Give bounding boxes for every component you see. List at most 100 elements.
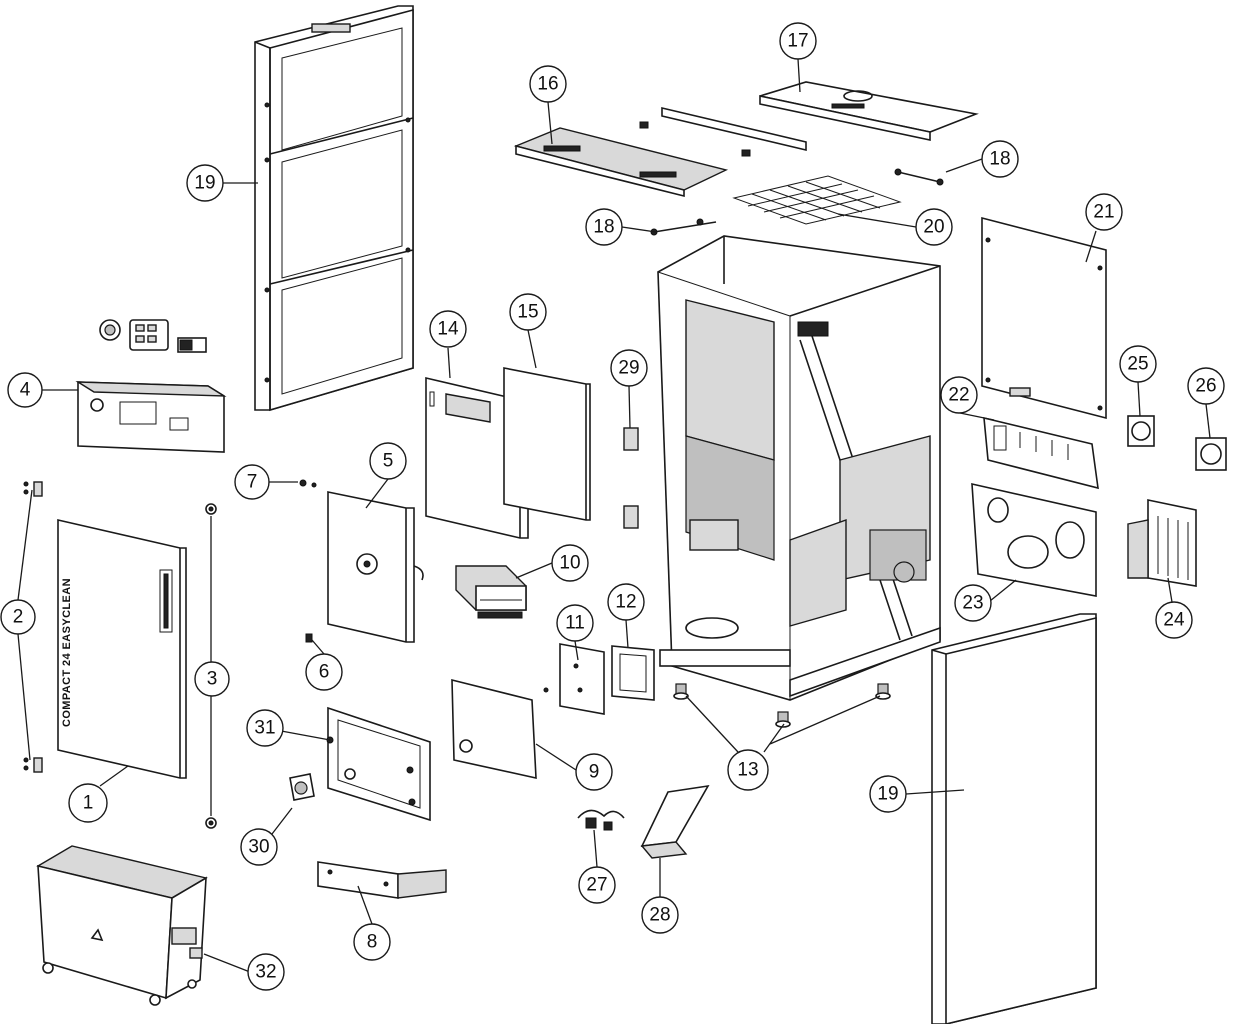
svg-text:9: 9 — [589, 762, 600, 783]
part-2-hinges — [23, 481, 43, 773]
callout-5: 5 — [369, 442, 407, 480]
callout-10: 10 — [551, 544, 589, 582]
callout-2: 2 — [0, 599, 36, 635]
part-13-feet — [673, 683, 891, 728]
part-19-side-panel-rear — [254, 5, 414, 412]
callout-11: 11 — [556, 604, 594, 642]
svg-text:5: 5 — [383, 451, 394, 472]
svg-text:26: 26 — [1195, 376, 1216, 397]
svg-text:11: 11 — [565, 613, 585, 634]
main-stove-body — [657, 235, 941, 701]
part-14-panel — [425, 376, 529, 539]
svg-text:4: 4 — [20, 380, 31, 401]
svg-text:32: 32 — [255, 962, 276, 983]
svg-text:1: 1 — [83, 793, 94, 814]
callout-21: 21 — [1085, 193, 1123, 231]
callout-18-right: 18 — [981, 140, 1019, 178]
callout-32: 32 — [247, 953, 285, 991]
svg-text:10: 10 — [559, 553, 580, 574]
callout-14: 14 — [429, 310, 467, 348]
callout-19-bottom: 19 — [869, 775, 907, 813]
part-8-drawer-support — [317, 861, 447, 899]
svg-text:30: 30 — [248, 837, 269, 858]
part-19-side-panel-front — [931, 613, 1097, 1024]
svg-text:15: 15 — [517, 302, 538, 323]
part-1-front-door: COMPACT 24 EASYCLEAN — [57, 518, 187, 779]
callout-24: 24 — [1155, 601, 1193, 639]
control-knob-display-switch — [99, 319, 207, 353]
part-31-frame — [326, 706, 431, 822]
callout-3: 3 — [194, 661, 230, 697]
part-5-inner-door — [299, 479, 424, 643]
callout-31: 31 — [246, 709, 284, 747]
svg-text:8: 8 — [367, 932, 378, 953]
svg-text:24: 24 — [1163, 610, 1185, 631]
part-10-burner-pot — [455, 565, 527, 619]
callout-9: 9 — [575, 753, 613, 791]
callout-30: 30 — [240, 828, 278, 866]
part-12-gasket — [611, 645, 655, 701]
part-30-bracket — [289, 773, 315, 801]
svg-text:20: 20 — [923, 217, 944, 238]
leader-lines — [17, 58, 1211, 973]
svg-text:29: 29 — [618, 358, 639, 379]
part-32-ash-container — [36, 845, 208, 1006]
callout-28: 28 — [641, 896, 679, 934]
svg-text:31: 31 — [254, 718, 275, 739]
svg-text:14: 14 — [437, 319, 459, 340]
part-15-panel — [503, 367, 591, 521]
part-29-clips — [623, 427, 639, 529]
svg-text:3: 3 — [207, 669, 218, 690]
part-3-bushings — [205, 503, 217, 829]
callout-19-top: 19 — [186, 164, 224, 202]
callout-6: 6 — [305, 653, 343, 691]
svg-text:16: 16 — [537, 74, 558, 95]
svg-text:21: 21 — [1093, 202, 1114, 223]
part-17-top-lid — [759, 81, 979, 141]
part-16-top-cover — [513, 127, 729, 198]
callout-7: 7 — [234, 464, 270, 500]
svg-text:25: 25 — [1127, 354, 1148, 375]
callout-20: 20 — [915, 208, 953, 246]
svg-text:27: 27 — [586, 875, 607, 896]
part-4-control-panel — [75, 381, 227, 453]
callout-18-left: 18 — [585, 208, 623, 246]
callout-23: 23 — [954, 584, 992, 622]
callout-16: 16 — [529, 65, 567, 103]
part-9-cover — [451, 678, 537, 780]
callout-1: 1 — [68, 783, 108, 823]
callout-26: 26 — [1187, 367, 1225, 405]
svg-text:22: 22 — [948, 385, 969, 406]
bracket-bar — [639, 106, 807, 157]
svg-text:18: 18 — [593, 217, 614, 238]
part-26-flange — [1195, 437, 1227, 471]
svg-text:12: 12 — [615, 592, 636, 613]
part-22-grille — [983, 416, 1099, 490]
svg-text:23: 23 — [962, 593, 983, 614]
callout-12: 12 — [607, 583, 645, 621]
svg-text:6: 6 — [319, 662, 330, 683]
callout-15: 15 — [509, 293, 547, 331]
part-23-rear-plate — [971, 482, 1097, 597]
callout-25: 25 — [1119, 345, 1157, 383]
svg-text:2: 2 — [13, 607, 24, 628]
part-27-wiring-harness — [577, 809, 625, 831]
callout-13: 13 — [727, 749, 769, 791]
svg-text:13: 13 — [737, 760, 758, 781]
part-20-grid — [732, 175, 902, 225]
svg-text:17: 17 — [787, 31, 808, 52]
callout-29: 29 — [610, 349, 648, 387]
svg-text:18: 18 — [989, 149, 1010, 170]
callout-27: 27 — [578, 866, 616, 904]
svg-text:7: 7 — [247, 472, 258, 493]
callout-4: 4 — [7, 372, 43, 408]
part-11-plate — [543, 643, 605, 715]
callout-22: 22 — [940, 376, 978, 414]
callout-8: 8 — [353, 923, 391, 961]
part-28-deflector — [640, 784, 710, 859]
product-label: COMPACT 24 EASYCLEAN — [61, 578, 73, 727]
part-25-flange — [1127, 415, 1155, 447]
svg-text:19: 19 — [194, 173, 215, 194]
part-21-rear-panel — [981, 216, 1107, 420]
